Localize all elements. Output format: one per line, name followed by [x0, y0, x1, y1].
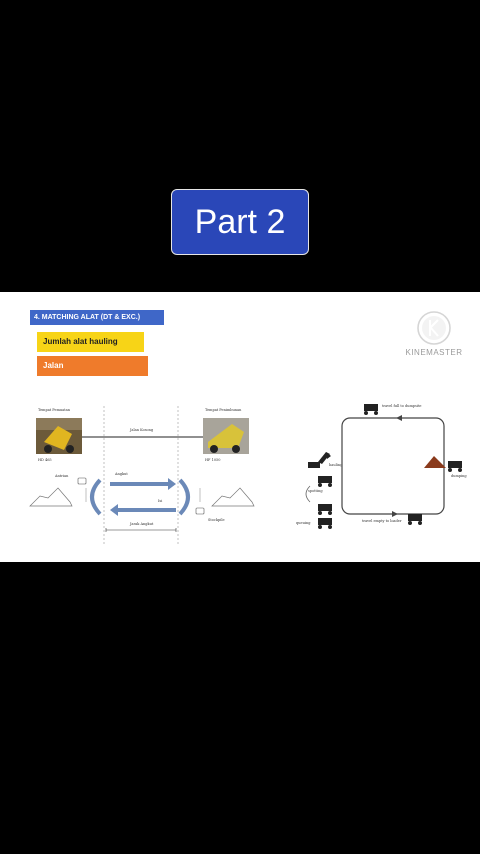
bullet-jalan: Jalan — [37, 356, 148, 376]
label-unloading-area: Tempat Penimbunan — [205, 408, 242, 412]
label-return: Angkut — [115, 472, 128, 476]
label-queue: Antrian — [55, 474, 69, 478]
label-dumping: dumping — [451, 474, 467, 478]
label-stockpile: Stockpile — [208, 518, 225, 522]
label-travel-full: travel full to dumpsite — [382, 404, 422, 408]
label-queuing: queuing — [296, 521, 311, 525]
label-road: Jalan Kosong — [130, 428, 154, 432]
label-loading-area: Tempat Pemuatan — [38, 408, 70, 412]
bullet-jumlah-alat-hauling: Jumlah alat hauling — [37, 332, 144, 352]
label-travel-empty: travel empty to loader — [362, 519, 402, 523]
part-badge: Part 2 — [171, 189, 309, 255]
logo-word: KINEMASTER — [405, 348, 463, 357]
label-hauling: hauling — [329, 463, 343, 467]
label-truck: HF 1050 — [205, 458, 221, 462]
kinemaster-logo-icon — [417, 311, 451, 345]
slide-title: 4. MATCHING ALAT (DT & EXC.) — [30, 310, 164, 325]
haul-cycle-diagram — [29, 404, 462, 544]
label-loader: HD 465 — [38, 458, 52, 462]
label-spotting: spotting — [308, 489, 323, 493]
presentation-slide: 4. MATCHING ALAT (DT & EXC.) Jumlah alat… — [0, 292, 480, 562]
label-loaded: Isi — [158, 499, 163, 503]
label-distance: Jarak Angkut — [130, 522, 154, 526]
